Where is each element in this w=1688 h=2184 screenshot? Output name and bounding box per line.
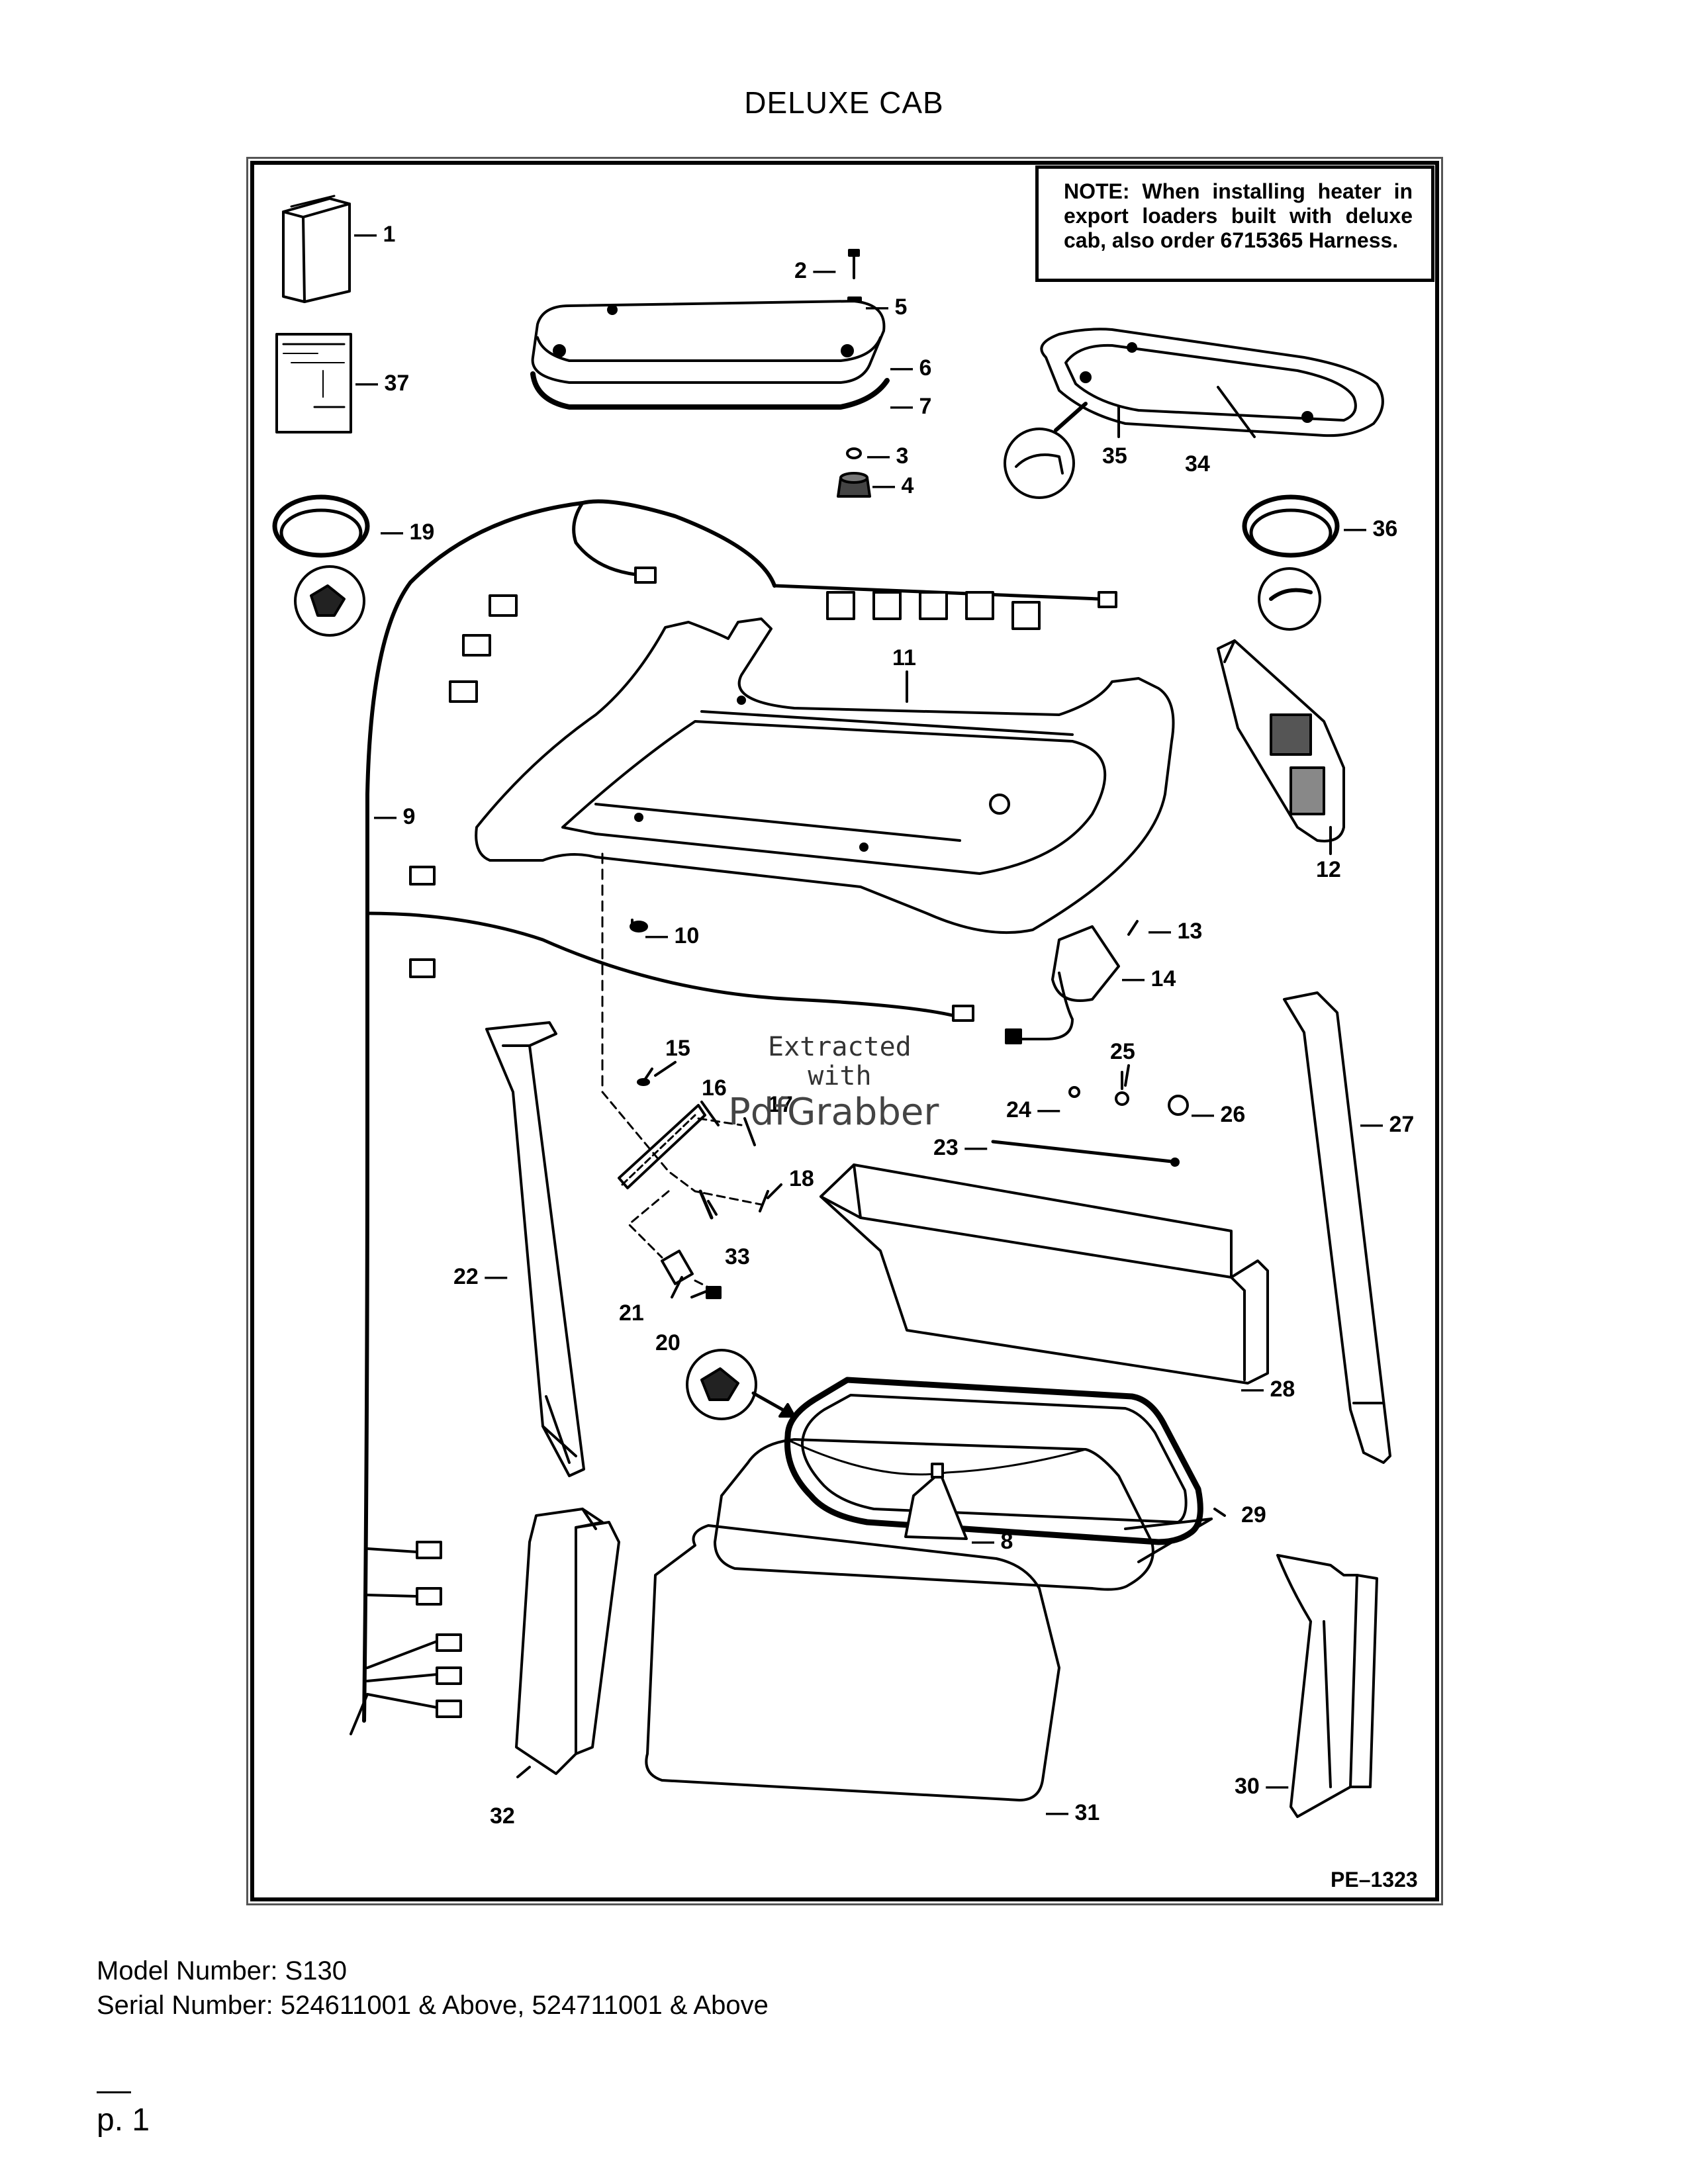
callout-4: — 4 bbox=[872, 473, 914, 498]
part-9-wire-harness bbox=[350, 499, 1117, 1735]
callout-19: — 19 bbox=[381, 520, 434, 545]
callout-15: 15 bbox=[665, 1036, 690, 1061]
callout-12: 12 bbox=[1316, 857, 1341, 882]
watermark-line1: Extracted bbox=[768, 1032, 912, 1062]
callout-17: 17 bbox=[768, 1092, 793, 1117]
part-26-ring bbox=[1168, 1095, 1189, 1116]
callout-7: — 7 bbox=[890, 394, 931, 419]
part-13-screw bbox=[1127, 920, 1139, 936]
part-33-clip bbox=[698, 1189, 714, 1220]
callout-34: 34 bbox=[1185, 451, 1210, 477]
part-21-motor bbox=[661, 1250, 694, 1285]
part-20-nut bbox=[706, 1286, 722, 1299]
part-36-cord bbox=[1242, 494, 1340, 558]
watermark-line2: with bbox=[808, 1061, 872, 1091]
callout-22: 22 — bbox=[453, 1264, 507, 1289]
part-2-bolt bbox=[848, 249, 860, 279]
callout-25: 25 bbox=[1110, 1039, 1135, 1064]
footer-info: Model Number: S130 Serial Number: 524611… bbox=[97, 1954, 769, 2023]
callout-27: — 27 bbox=[1360, 1112, 1414, 1137]
callout-21: 21 bbox=[619, 1300, 644, 1326]
part-11-headliner bbox=[475, 617, 1175, 934]
callout-9: — 9 bbox=[374, 804, 415, 829]
callout-33: 33 bbox=[725, 1244, 750, 1269]
part-29-glass-seal bbox=[784, 1377, 1203, 1545]
part-27-post-trim bbox=[1283, 991, 1391, 1464]
part-1-box bbox=[282, 195, 351, 303]
part-36-tool-icon bbox=[1258, 567, 1321, 631]
part-6-hatch-cover bbox=[531, 300, 886, 384]
part-15-screw bbox=[637, 1068, 653, 1086]
note-label: NOTE: bbox=[1064, 179, 1130, 203]
diagram-reference-code: PE–1323 bbox=[1331, 1868, 1418, 1891]
part-28-rear-panel bbox=[820, 1163, 1269, 1385]
part-16-wiper-arm bbox=[618, 1104, 706, 1189]
watermark-text: Extracted with bbox=[768, 1032, 912, 1091]
part-14-dome-light bbox=[1005, 925, 1120, 1044]
callout-23: 23 — bbox=[933, 1135, 987, 1160]
watermark-brand: PdfGrabber bbox=[728, 1091, 939, 1134]
footer-rule bbox=[97, 2091, 131, 2093]
part-29-tool-icon bbox=[686, 1349, 796, 1420]
part-18-fastener bbox=[759, 1190, 769, 1212]
diagram-frame bbox=[250, 161, 1439, 1901]
callout-30: 30 — bbox=[1235, 1774, 1288, 1799]
part-4-knob bbox=[837, 472, 871, 498]
part-37-manual bbox=[275, 333, 352, 433]
page-number: p. 1 bbox=[97, 2103, 150, 2138]
part-8-window bbox=[714, 1438, 1154, 1591]
callout-1: — 1 bbox=[354, 222, 395, 247]
part-24-ball bbox=[1068, 1086, 1080, 1098]
page-title: DELUXE CAB bbox=[744, 85, 944, 120]
callout-18: 18 bbox=[789, 1166, 814, 1191]
callout-8: — 8 bbox=[972, 1529, 1013, 1554]
part-19-tool-icon bbox=[294, 565, 365, 637]
callout-2: 2 — bbox=[794, 258, 835, 283]
note-box: NOTE: When installing heater in export l… bbox=[1035, 165, 1434, 282]
callout-37: — 37 bbox=[355, 371, 409, 396]
callout-16: 16 bbox=[702, 1075, 727, 1101]
part-23-rod bbox=[991, 1140, 1180, 1167]
callout-20: 20 bbox=[655, 1330, 680, 1355]
callout-5: — 5 bbox=[866, 295, 907, 320]
diagram-outer-frame bbox=[246, 157, 1443, 1905]
part-31-glass-pane bbox=[645, 1524, 1060, 1801]
callout-28: — 28 bbox=[1241, 1377, 1295, 1402]
part-10-fastener bbox=[601, 852, 648, 1093]
part-7-seal bbox=[530, 371, 890, 410]
callout-26: — 26 bbox=[1192, 1102, 1245, 1127]
note-text: When installing heater in export loaders… bbox=[1064, 179, 1413, 252]
part-35-detail-icon bbox=[1004, 402, 1088, 499]
model-number: Model Number: S130 bbox=[97, 1956, 347, 1985]
callout-14: — 14 bbox=[1122, 966, 1176, 991]
callout-29: 29 bbox=[1241, 1502, 1266, 1527]
part-19-cord bbox=[272, 494, 370, 558]
part-17-screw bbox=[743, 1117, 756, 1146]
part-12-control-panel bbox=[1217, 639, 1345, 842]
callout-6: — 6 bbox=[890, 355, 931, 381]
part-3-washer bbox=[846, 447, 862, 459]
callout-24: 24 — bbox=[1006, 1097, 1060, 1122]
callout-31: — 31 bbox=[1046, 1800, 1100, 1825]
callout-10: — 10 bbox=[645, 923, 699, 948]
serial-number: Serial Number: 524611001 & Above, 524711… bbox=[97, 1991, 769, 2020]
callout-35: 35 bbox=[1102, 443, 1127, 469]
part-30-post-trim bbox=[1276, 1554, 1378, 1818]
part-25-stud bbox=[1115, 1071, 1129, 1106]
part-32-post-trim bbox=[515, 1508, 620, 1775]
callout-13: — 13 bbox=[1149, 919, 1202, 944]
wiper-assembly-lines bbox=[601, 1091, 763, 1292]
callout-32: 32 bbox=[490, 1803, 515, 1829]
part-34-window-frame bbox=[1040, 328, 1384, 437]
leader-lines bbox=[516, 386, 1332, 1778]
callout-36: — 36 bbox=[1344, 516, 1397, 541]
callout-3: — 3 bbox=[867, 443, 908, 469]
part-22-post-trim bbox=[485, 1021, 585, 1477]
callout-11: 11 bbox=[892, 645, 916, 670]
